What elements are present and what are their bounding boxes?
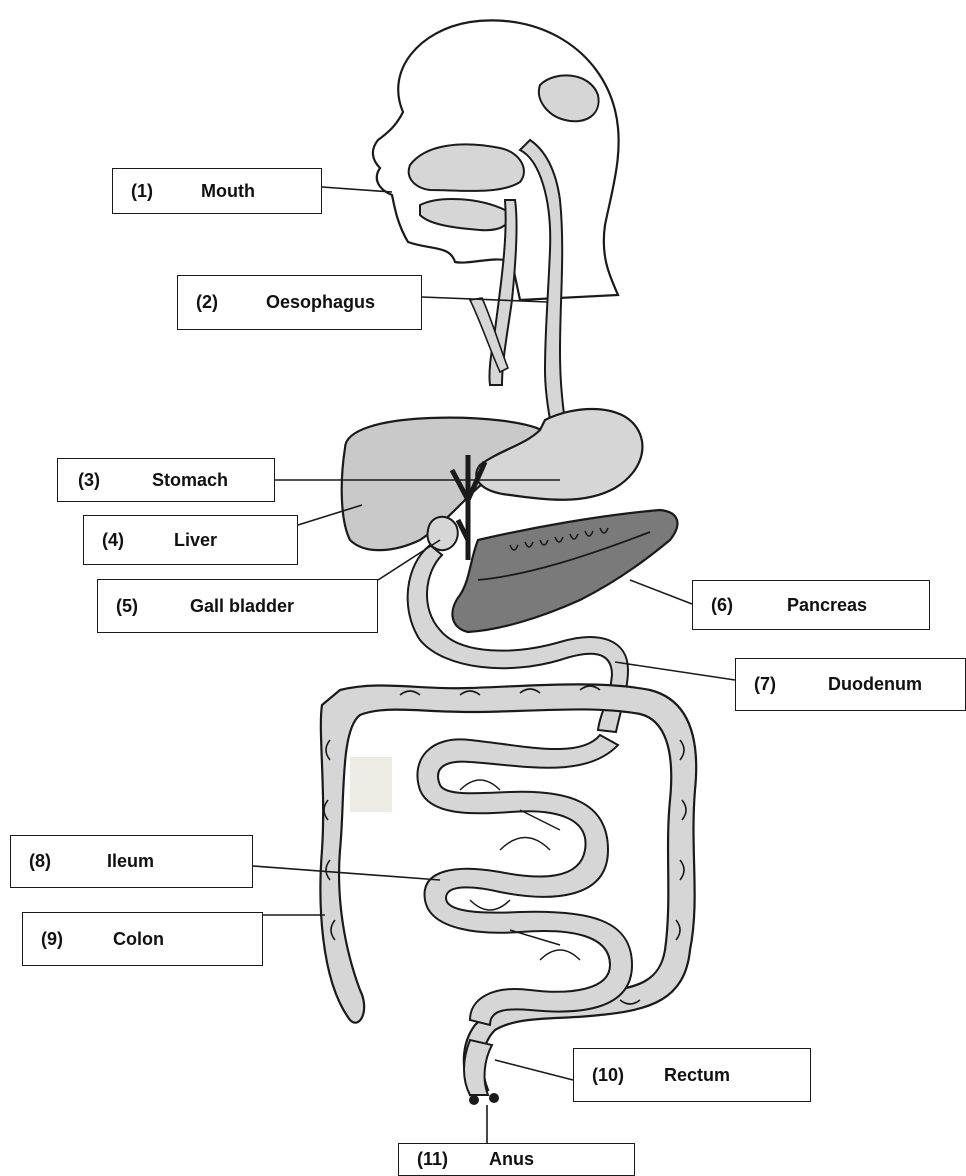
label-name: Anus: [489, 1149, 534, 1170]
ileum-coils: [417, 735, 632, 1025]
label-liver: (4) Liver: [83, 515, 298, 565]
label-name: Ileum: [107, 851, 154, 872]
label-ileum: (8) Ileum: [10, 835, 253, 888]
leader-line-ileum: [253, 866, 440, 880]
label-anus: (11) Anus: [398, 1143, 635, 1176]
label-name: Stomach: [152, 470, 228, 491]
tone-patch: [350, 757, 392, 812]
label-colon: (9) Colon: [22, 912, 263, 966]
label-number: (10): [592, 1065, 664, 1086]
label-number: (1): [131, 181, 201, 202]
label-number: (7): [754, 674, 828, 695]
anus-mark-left: [469, 1095, 479, 1105]
label-oesophagus: (2) Oesophagus: [177, 275, 422, 330]
label-rectum: (10) Rectum: [573, 1048, 811, 1102]
label-name: Mouth: [201, 181, 255, 202]
label-name: Oesophagus: [266, 292, 375, 313]
label-name: Colon: [113, 929, 164, 950]
label-name: Duodenum: [828, 674, 922, 695]
label-number: (4): [102, 530, 174, 551]
leader-line-pancreas: [630, 580, 692, 604]
label-number: (9): [41, 929, 113, 950]
label-number: (5): [116, 596, 190, 617]
label-number: (8): [29, 851, 107, 872]
label-number: (6): [711, 595, 787, 616]
anus-mark-right: [489, 1093, 499, 1103]
label-gall-bladder: (5) Gall bladder: [97, 579, 378, 633]
leader-line-duodenum: [615, 662, 735, 680]
label-pancreas: (6) Pancreas: [692, 580, 930, 630]
label-name: Rectum: [664, 1065, 730, 1086]
label-name: Liver: [174, 530, 217, 551]
label-name: Pancreas: [787, 595, 867, 616]
label-duodenum: (7) Duodenum: [735, 658, 966, 711]
label-number: (2): [196, 292, 266, 313]
leader-line-rectum: [495, 1060, 573, 1080]
label-name: Gall bladder: [190, 596, 294, 617]
label-number: (3): [78, 470, 152, 491]
label-number: (11): [417, 1149, 489, 1170]
pancreas-shape: [452, 510, 677, 632]
nasal-cavity: [409, 144, 524, 191]
label-stomach: (3) Stomach: [57, 458, 275, 502]
label-mouth: (1) Mouth: [112, 168, 322, 214]
